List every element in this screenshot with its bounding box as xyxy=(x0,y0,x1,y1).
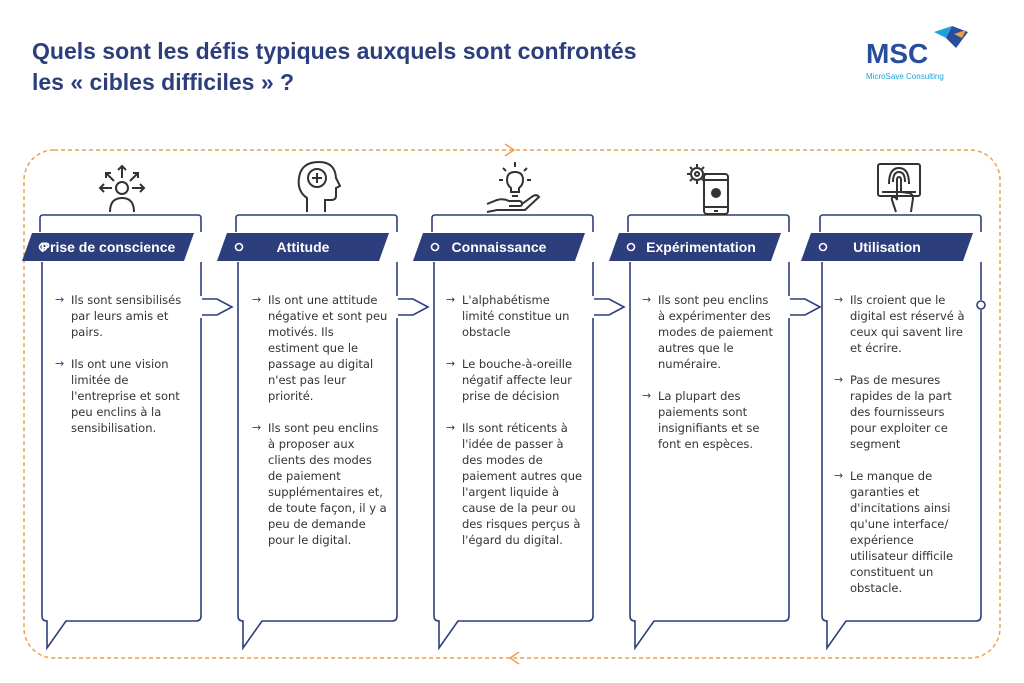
banner-shape xyxy=(22,233,194,261)
list-item: La plupart des paiements sont insignifia… xyxy=(642,388,778,452)
list-item: Ils ont une attitude négative et sont pe… xyxy=(252,292,388,404)
page-title: Quels sont les défis typiques auxquels s… xyxy=(32,36,637,98)
banner-shape xyxy=(217,233,389,261)
connector-arrows xyxy=(202,298,822,316)
cycle-loop xyxy=(23,149,1001,659)
banner-shape xyxy=(609,233,781,261)
stage-items-5: Ils croient que le digital est réservé à… xyxy=(834,292,970,612)
stage-items-2: Ils ont une attitude négative et sont pe… xyxy=(252,292,388,564)
logo-swoosh-icon xyxy=(934,26,968,48)
column-box-2 xyxy=(235,214,398,651)
head-plus-icon xyxy=(297,160,341,212)
stage-title: Utilisation xyxy=(853,239,921,255)
list-item: Ils sont réticents à l'idée de passer à … xyxy=(446,420,584,548)
person-broadcast-icon xyxy=(98,164,146,213)
stage-title: Prise de conscience xyxy=(40,239,176,255)
list-item: Ils sont peu enclins à expérimenter des … xyxy=(642,292,778,372)
stage-banner-3: Connaissance xyxy=(413,233,585,261)
list-item: Le manque de garanties et d'incitations … xyxy=(834,468,970,596)
stage-title: Attitude xyxy=(276,239,330,255)
stage-banner-1: Prise de conscience xyxy=(22,233,194,261)
stage-title: Expérimentation xyxy=(646,239,756,255)
list-item: Pas de mesures rapides de la part des fo… xyxy=(834,372,970,452)
list-item: Ils croient que le digital est réservé à… xyxy=(834,292,970,356)
list-item: Ils sont peu enclins à proposer aux clie… xyxy=(252,420,388,548)
list-item: Le bouche-à-oreille négatif affecte leur… xyxy=(446,356,584,404)
stage-items-3: L'alphabétisme limité constitue un obsta… xyxy=(446,292,584,564)
hand-lightbulb-icon xyxy=(486,162,541,213)
stage-items-4: Ils sont peu enclins à expérimenter des … xyxy=(642,292,778,468)
stage-items-1: Ils sont sensibilisés par leurs amis et … xyxy=(55,292,191,452)
list-item: Ils sont sensibilisés par leurs amis et … xyxy=(55,292,191,340)
phone-gear-icon xyxy=(687,164,729,215)
column-box-3 xyxy=(431,214,594,651)
logo-wordmark: MSC xyxy=(866,38,929,69)
stage-banner-4: Expérimentation xyxy=(609,233,781,261)
loop-arrow-top xyxy=(504,143,516,157)
list-item: L'alphabétisme limité constitue un obsta… xyxy=(446,292,584,340)
title-line-2: les « cibles difficiles » ? xyxy=(32,69,295,95)
stage-title: Connaissance xyxy=(451,239,547,255)
banner-shape xyxy=(413,233,585,261)
list-item: Ils ont une vision limitée de l'entrepri… xyxy=(55,356,191,436)
loop-arrow-bottom xyxy=(508,651,520,665)
msc-logo: MSC MicroSave Consulting xyxy=(866,24,986,84)
title-line-1: Quels sont les défis typiques auxquels s… xyxy=(32,38,637,64)
column-box-5 xyxy=(819,214,986,651)
column-box-1 xyxy=(39,214,202,651)
touchscreen-tap-icon xyxy=(877,163,921,213)
stage-banner-5: Utilisation xyxy=(801,233,973,261)
banner-shape xyxy=(801,233,973,261)
logo-subtitle: MicroSave Consulting xyxy=(866,72,944,81)
stage-banner-2: Attitude xyxy=(217,233,389,261)
